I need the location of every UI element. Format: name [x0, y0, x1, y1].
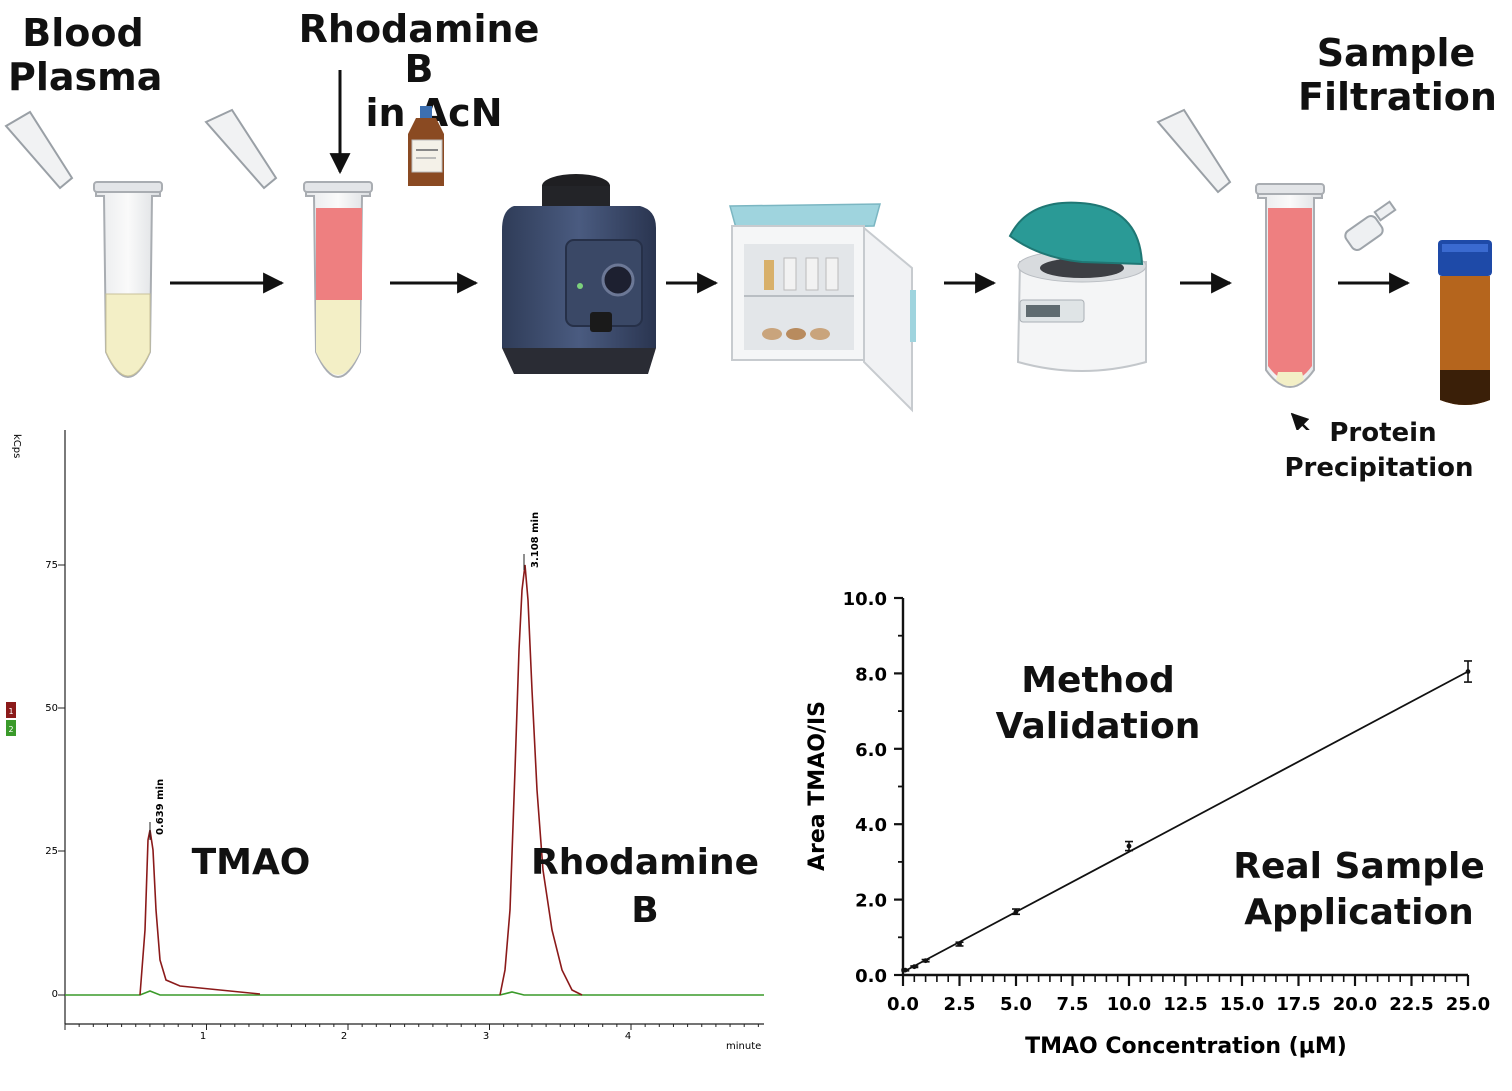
rhodamine-peak-label-line1: Rhodamine: [530, 842, 760, 883]
trace-1-legend-mark: [6, 702, 16, 718]
peak-1-time-label: 0.639 min: [155, 779, 166, 835]
y-tick-0: 0: [52, 989, 58, 1000]
validation-label: Validation: [995, 705, 1201, 747]
kcps-unit-label: kCps: [11, 434, 22, 458]
peak-2-time-label: 3.108 min: [530, 512, 541, 568]
fridge-icon: [729, 203, 916, 413]
legend-mark-1-text: 1: [8, 707, 13, 716]
x-tick-1: 1: [200, 1031, 206, 1042]
protein-label: Protein: [1329, 418, 1437, 448]
blood-label: Blood: [22, 11, 144, 55]
calib-x-tick-label-9: 22.5: [1389, 994, 1433, 1015]
calibration-ticks: 0.0 2.0 4.0 6.0 8.0 10.0 0.0 2.5 5.0 7.5 10.0 12.5 1…: [843, 589, 1491, 1015]
rhodamine-peak-label-line2: B: [631, 889, 659, 931]
filtration-label: Filtration: [1298, 74, 1497, 119]
tmao-peak-label: TMAO: [191, 842, 311, 883]
acn-bottle-icon: [408, 106, 444, 186]
sample-label: Sample: [1316, 31, 1476, 75]
calib-point-5: [1126, 843, 1132, 849]
legend-mark-2-text: 2: [8, 725, 13, 734]
calib-y-tick-label-3: 6.0: [855, 740, 887, 761]
rhodamine-b-label: Rhodamine B: [298, 7, 540, 91]
calib-point-0: [902, 967, 908, 973]
calib-x-tick-label-8: 20.0: [1333, 994, 1377, 1015]
plasma-rhodamine-tube-icon: [204, 108, 373, 378]
vortex-mixer-icon: [502, 174, 656, 374]
y-tick-75: 75: [45, 560, 58, 571]
calib-point-4: [1013, 909, 1019, 915]
protein-precipitation-label: Protein Precipitation: [1284, 418, 1474, 484]
calib-x-tick-label-2: 5.0: [1000, 994, 1032, 1015]
calib-point-3: [957, 941, 962, 947]
calibration-x-axis-label: TMAO Concentration (µM): [1025, 1034, 1347, 1059]
y-tick-50: 50: [45, 703, 58, 714]
calib-x-tick-label-1: 2.5: [944, 994, 976, 1015]
calib-y-tick-label-4: 8.0: [855, 664, 887, 685]
calib-x-tick-label-6: 15.0: [1220, 994, 1264, 1015]
calib-point-1: [911, 964, 917, 970]
calib-x-tick-label-4: 10.0: [1107, 994, 1151, 1015]
rhodamine-b-peak-label: Rhodamine B: [530, 844, 760, 930]
chromatogram-plot: kCps 75 50 25 0 1 2 3 4 minute 1 2 0.639…: [6, 430, 764, 1052]
real-sample-application-label: Real Sample Application: [1228, 848, 1490, 932]
x-tick-2: 2: [341, 1031, 347, 1042]
calib-point-2: [923, 958, 928, 964]
trace-2-legend-mark: [6, 720, 16, 736]
real-sample-label: Real Sample: [1233, 846, 1485, 887]
precipitate-pointer-arrow: [1290, 412, 1310, 430]
sample-filtration-label: Sample Filtration: [1298, 31, 1497, 119]
calibration-curve-chart: 0.0 2.0 4.0 6.0 8.0 10.0 0.0 2.5 5.0 7.5 10.0 12.5 1…: [805, 589, 1491, 1059]
calib-y-tick-label-1: 2.0: [855, 891, 887, 912]
blood-plasma-label: Blood Plasma: [8, 11, 163, 99]
hplc-vial-icon: [1438, 240, 1492, 405]
application-label: Application: [1244, 891, 1474, 933]
calib-y-tick-label-5: 10.0: [843, 589, 887, 610]
minute-unit-label: minute: [726, 1041, 761, 1052]
centrifuge-icon: [1008, 201, 1147, 372]
calibration-fit-line: [902, 670, 1469, 973]
calib-x-tick-label-5: 12.5: [1163, 994, 1207, 1015]
y-tick-25: 25: [45, 846, 58, 857]
precipitated-tube-icon: [1156, 108, 1325, 388]
calib-x-tick-label-3: 7.5: [1057, 994, 1089, 1015]
calib-x-tick-label-7: 17.5: [1276, 994, 1320, 1015]
calibration-y-axis-label: Area TMAO/IS: [805, 701, 830, 871]
calibration-marks: [901, 660, 1472, 973]
calib-point-6: [1465, 669, 1471, 674]
method-validation-label: Method Validation: [990, 662, 1206, 746]
calib-y-tick-label-2: 4.0: [855, 815, 887, 836]
calib-x-tick-label-0: 0.0: [887, 994, 919, 1015]
precipitation-label: Precipitation: [1284, 453, 1474, 484]
syringe-filter-icon: [1344, 200, 1397, 251]
chromatogram-ticks: [58, 564, 759, 1030]
method-label: Method: [1021, 660, 1175, 701]
calib-y-tick-label-0: 0.0: [855, 966, 887, 987]
workflow-illustration: [4, 70, 1492, 430]
plasma-label: Plasma: [8, 54, 163, 99]
x-tick-3: 3: [483, 1031, 489, 1042]
plasma-tube-icon: [4, 110, 163, 378]
trace-2-line: [65, 990, 764, 996]
trace-1-line: [139, 564, 583, 996]
calib-x-tick-label-10: 25.0: [1446, 994, 1490, 1015]
x-tick-4: 4: [625, 1031, 631, 1042]
